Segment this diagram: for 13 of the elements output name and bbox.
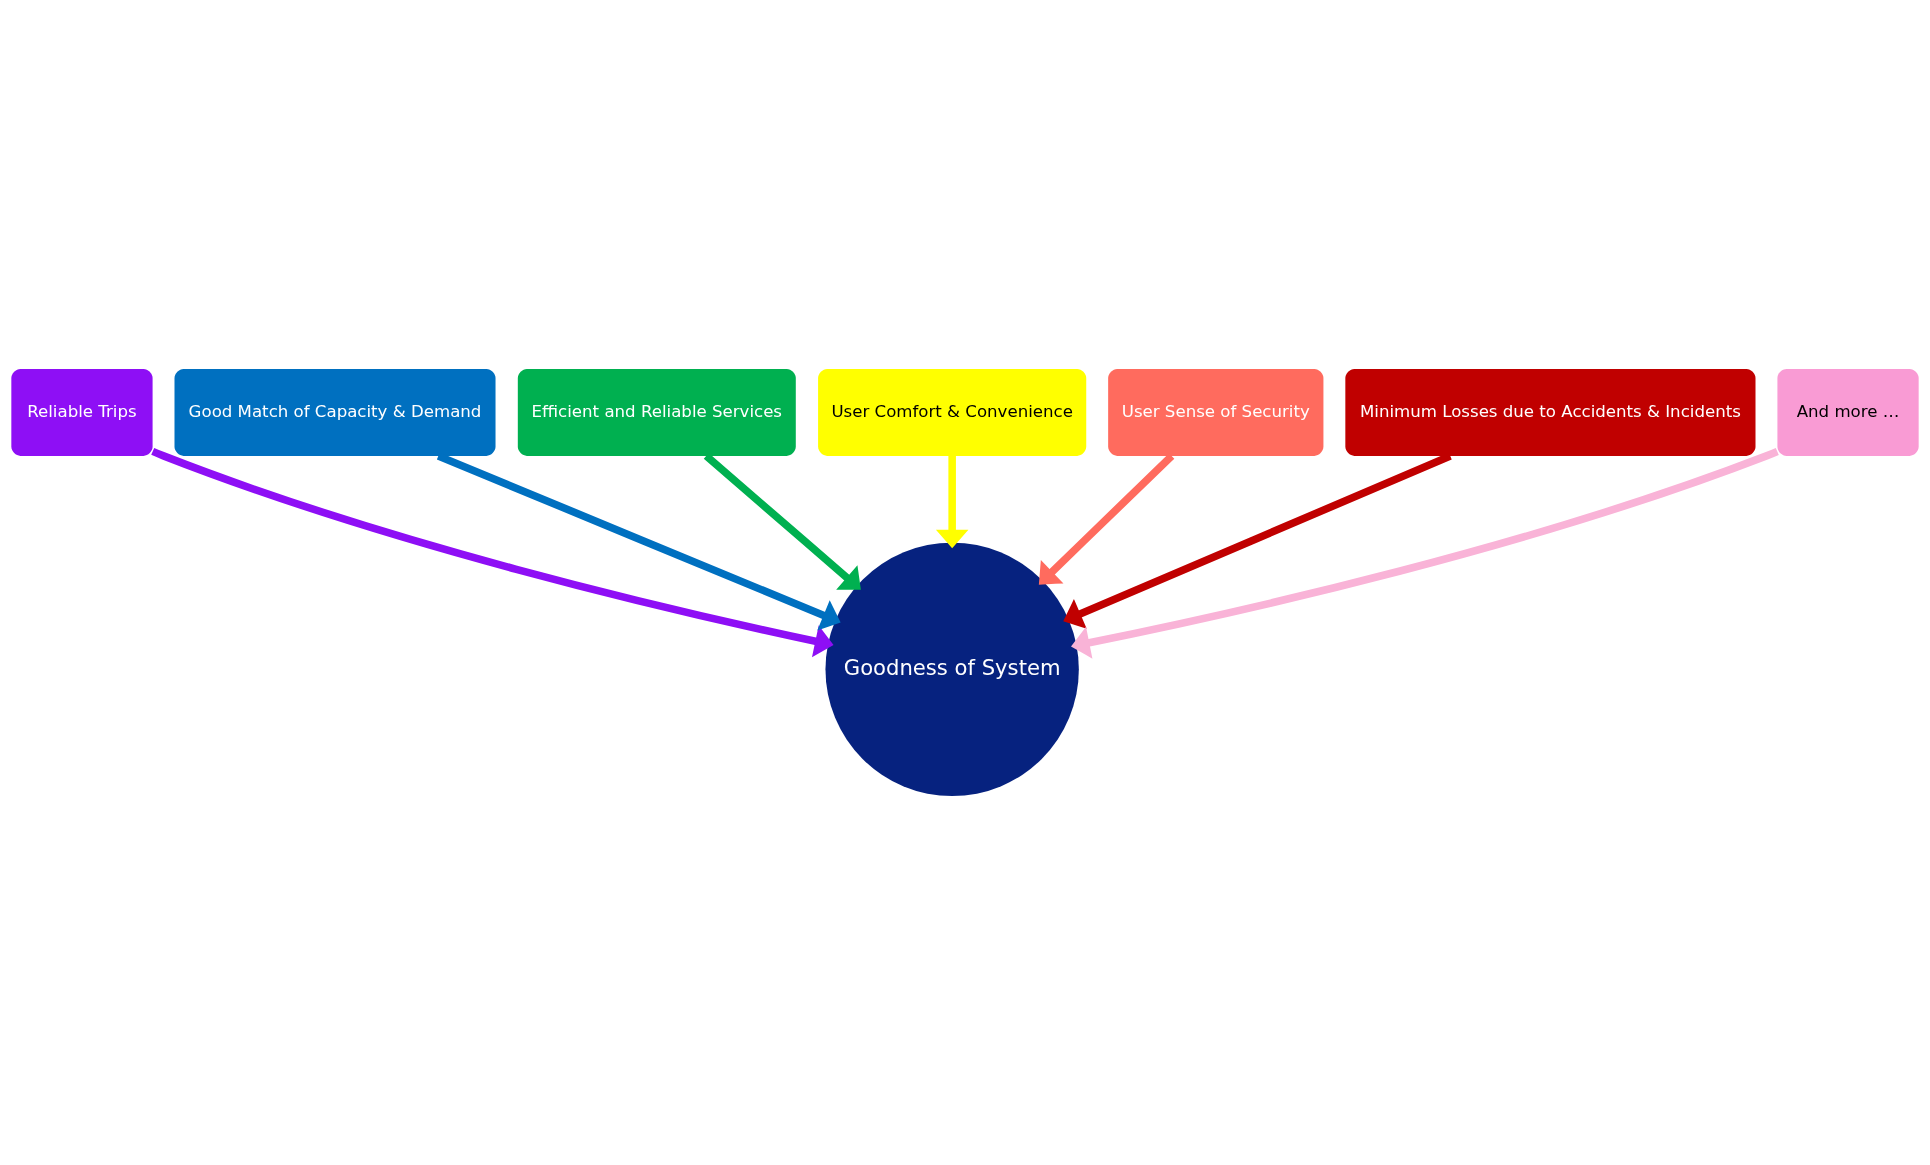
node-box: User Comfort & Convenience — [818, 369, 1087, 456]
node-box: Efficient and Reliable Services — [517, 369, 796, 456]
node-box: Minimum Losses due to Accidents & Incidents — [1345, 369, 1756, 456]
node-circle: Goodness of System — [825, 542, 1079, 797]
arrow — [1038, 453, 1175, 585]
node-box: And more … — [1777, 369, 1919, 456]
node-box: Good Match of Capacity & Demand — [174, 369, 496, 456]
arrow — [151, 447, 834, 658]
node-box: Reliable Trips — [11, 369, 153, 456]
node-box: User Sense of Security — [1108, 369, 1324, 456]
arrow — [935, 455, 969, 549]
arrow — [703, 453, 861, 590]
arrow — [1071, 447, 1779, 659]
